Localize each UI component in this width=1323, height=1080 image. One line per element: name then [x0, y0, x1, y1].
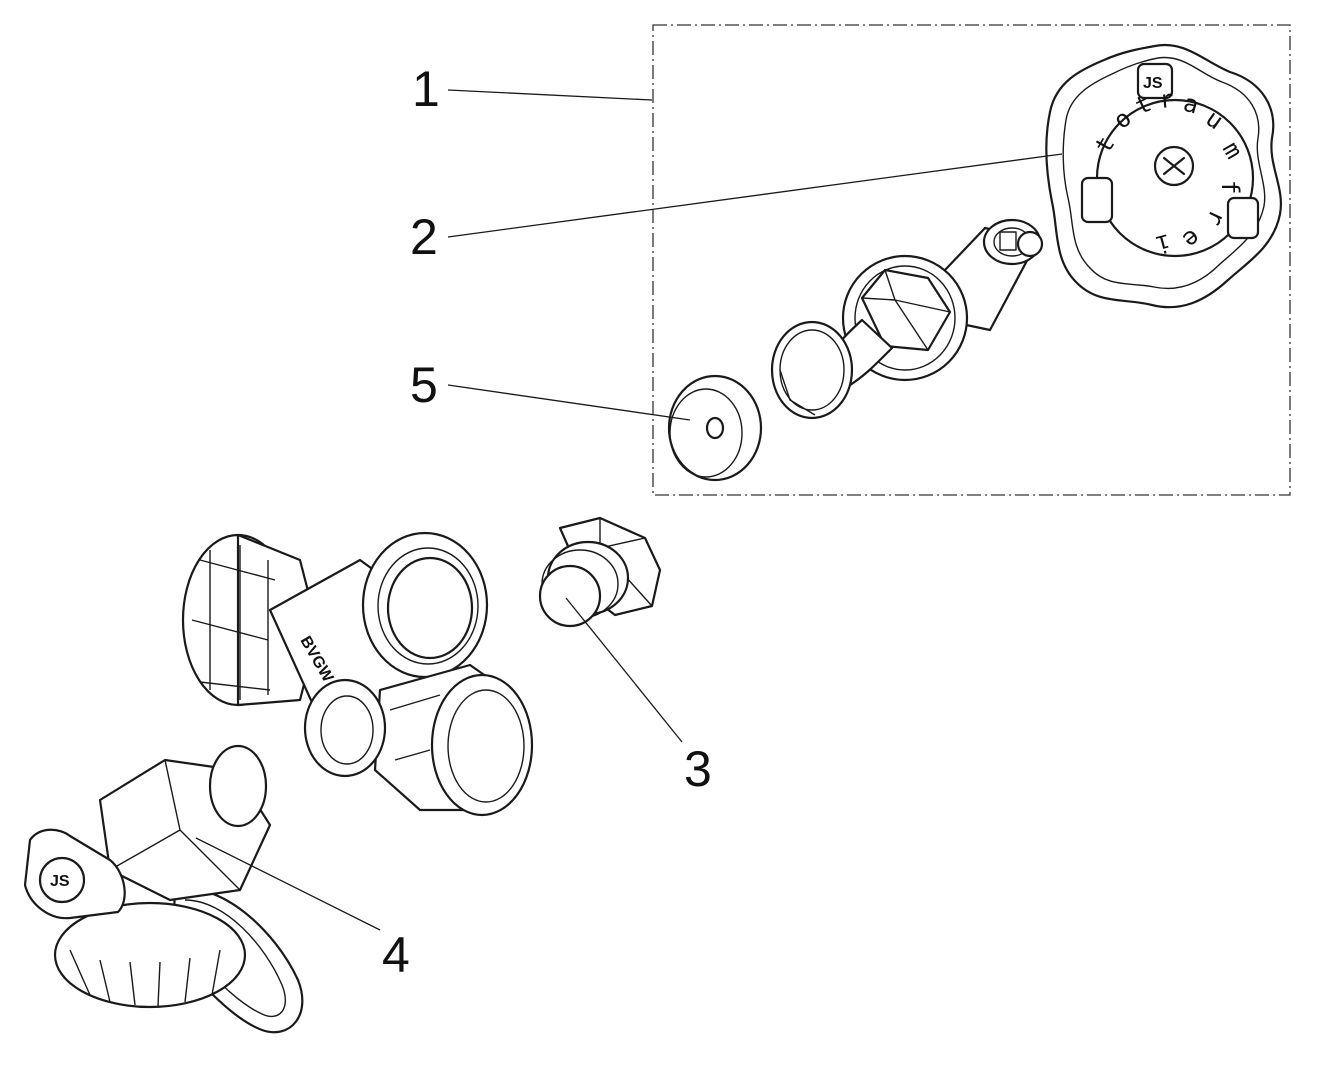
leader-line-4 [195, 837, 381, 931]
knob-logo-text: JS [1143, 75, 1163, 92]
washer-hole [705, 416, 725, 440]
knob-logo-tab-left [1080, 176, 1114, 224]
knob-letter: i [1152, 228, 1173, 259]
valve-body-small-port [303, 678, 387, 778]
blanking-plug [538, 516, 662, 628]
callout-4: 4 [382, 927, 410, 983]
plug-face [538, 564, 602, 628]
drain-cock-logo-text: JS [50, 873, 70, 890]
drain-cock-union-ring [53, 901, 247, 1009]
callout-1: 1 [412, 61, 440, 117]
leader-line-3 [565, 597, 683, 743]
valve-body-outlet-socket [430, 673, 534, 817]
knob-logo-tab-top: JS [1136, 62, 1174, 100]
leader-line-1 [447, 89, 653, 101]
knob-letter: a [1180, 89, 1201, 120]
callout-3: 3 [684, 741, 712, 797]
knob-letter: r [1158, 85, 1175, 114]
knob-logo-tab-right [1226, 196, 1260, 240]
callout-5: 5 [410, 357, 438, 413]
valve-headpiece-spindle [770, 218, 1044, 420]
leader-line-5 [447, 384, 691, 421]
knob-letter: f [1216, 180, 1244, 194]
handwheel-knob: JS t o t r a u m f r e i [1045, 43, 1282, 309]
valve-body: BVGW DIN [181, 531, 534, 817]
drain-cock-logo [38, 856, 86, 904]
leader-line-2 [447, 153, 1063, 238]
assembly-group-boundary [652, 24, 1291, 496]
callout-2: 2 [410, 209, 438, 265]
drain-cock: JS [23, 744, 304, 1034]
seal-washer [667, 374, 763, 482]
